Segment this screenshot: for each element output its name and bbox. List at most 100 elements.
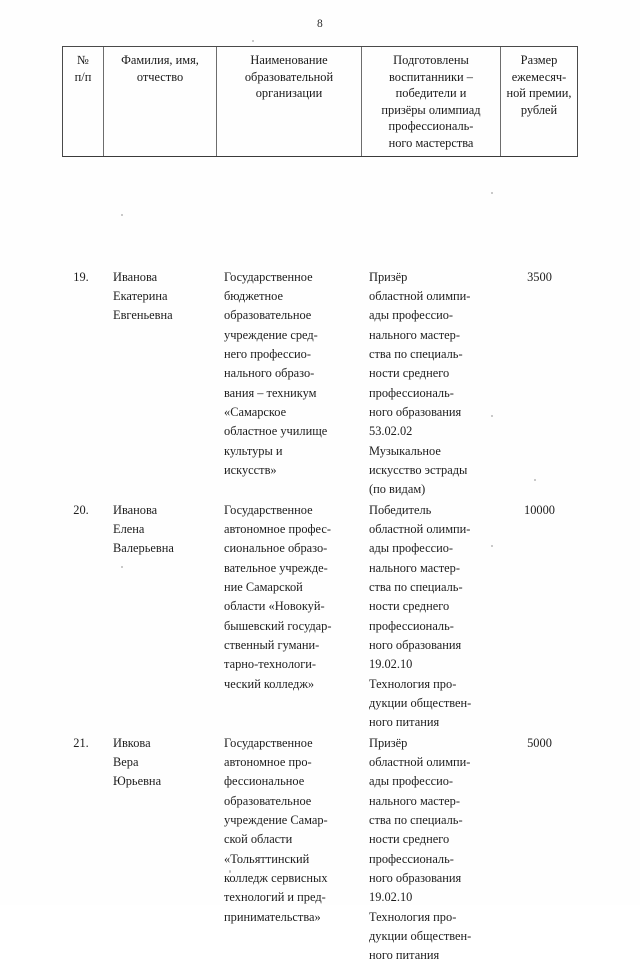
text-line: образовательное (224, 793, 312, 808)
row-person-name: Иванова Елена Валерьевна (103, 501, 216, 733)
page-number: 8 (317, 18, 323, 30)
text-line: нального мастер- (369, 560, 460, 575)
table-header-cell-name: Фамилия, имя, отчество (104, 47, 217, 156)
row-person-name: Иванова Екатерина Евгеньевна (103, 268, 216, 500)
header-line: победители и (395, 86, 467, 101)
text-line: образовательное (224, 308, 312, 323)
text-line: ства по специаль- (369, 579, 463, 594)
row-person-name: Ивкова Вера Юрьевна (103, 734, 216, 966)
text-line: ской области (224, 832, 293, 847)
header-line: № (77, 53, 89, 67)
text-line: (по видам) (369, 482, 426, 497)
header-line: организации (255, 86, 323, 101)
text-line: учреждение Самар- (224, 812, 328, 827)
row-number: 20. (73, 502, 89, 517)
text-line: Евгеньевна (113, 308, 173, 323)
text-line: Иванова (113, 502, 158, 517)
text-line: профессиональ- (369, 618, 454, 633)
text-line: Технология про- (369, 676, 457, 691)
header-line: образовательной (244, 69, 334, 84)
row-achievement: Призёр областной олимпи- ады профессио- … (361, 268, 500, 500)
row-amount: 3500 (527, 269, 552, 284)
text-line: принимательства» (224, 909, 321, 924)
header-line: рублей (520, 102, 558, 117)
header-line: ежемесяч- (511, 69, 567, 84)
text-line: Победитель (369, 502, 432, 517)
text-line: ственный гумани- (224, 637, 320, 652)
text-line: областное училище (224, 424, 328, 439)
text-line: ности среднего (369, 599, 450, 614)
text-line: ства по специаль- (369, 346, 463, 361)
text-line: бюджетное (224, 288, 284, 303)
awards-table: № п/п Фамилия, имя, отчество Наименовани… (62, 46, 578, 962)
scan-artifact (229, 870, 231, 873)
text-line: областной олимпи- (369, 754, 471, 769)
text-line: дукции обществен- (369, 929, 472, 943)
text-line: тарно-технологи- (224, 657, 317, 672)
scan-artifact (491, 415, 493, 417)
text-line: областной олимпи- (369, 521, 471, 536)
text-line: сиональное образо- (224, 541, 328, 556)
scan-artifact (534, 479, 536, 481)
table-header-cell-num: № п/п (63, 47, 104, 156)
text-line: Екатерина (113, 288, 168, 303)
text-line: ады профессио- (369, 774, 454, 789)
text-line: ады профессио- (369, 541, 454, 556)
header-line: ного мастерства (388, 135, 474, 150)
text-line: ности среднего (369, 832, 450, 847)
text-line: бышевский государ- (224, 618, 332, 633)
header-line: ной премии, (506, 86, 572, 101)
text-line: Технология про- (369, 909, 457, 924)
text-line: него профессио- (224, 346, 312, 361)
table-row: 20. Иванова Елена Валерьевна Государстве… (62, 501, 578, 733)
text-line: культуры и (224, 443, 283, 458)
header-line: Размер (520, 53, 558, 67)
text-line: ческий колледж» (224, 676, 315, 691)
text-line: дукции обществен- (369, 696, 472, 710)
text-line: Юрьевна (113, 774, 162, 789)
scan-artifact (491, 545, 493, 547)
text-line: Государственное (224, 502, 313, 517)
scan-artifact (121, 566, 123, 568)
text-line: нального мастер- (369, 793, 460, 808)
row-number: 19. (73, 269, 89, 284)
text-line: Иванова (113, 269, 158, 284)
header-line: п/п (74, 69, 92, 84)
text-line: области «Новокуй- (224, 599, 325, 614)
scan-artifact (252, 40, 254, 42)
text-line: нального мастер- (369, 327, 460, 342)
text-line: колледж сервисных (224, 870, 328, 885)
text-line: Государственное (224, 735, 313, 750)
header-line: Наименование (250, 53, 328, 67)
table-header-row: № п/п Фамилия, имя, отчество Наименовани… (62, 46, 578, 157)
row-amount: 10000 (524, 502, 555, 517)
text-line: Призёр (369, 269, 408, 284)
header-line: Подготовлены (393, 53, 469, 67)
text-line: Государственное (224, 269, 313, 284)
text-line: 19.02.10 (369, 657, 413, 672)
header-line: воспитанники – (389, 69, 473, 84)
text-line: Музыкальное (369, 443, 441, 458)
header-line: призёры олимпиад (381, 102, 481, 117)
row-number: 21. (73, 735, 89, 750)
text-line: технологий и пред- (224, 890, 326, 905)
row-organization: Государственное автономное про- фессиона… (216, 734, 361, 966)
text-line: искусств» (224, 463, 277, 477)
row-amount: 5000 (527, 735, 552, 750)
text-line: 19.02.10 (369, 890, 413, 905)
text-line: 53.02.02 (369, 424, 413, 439)
table-row: 21. Ивкова Вера Юрьевна Государственное … (62, 734, 578, 966)
text-line: профессиональ- (369, 385, 454, 400)
text-line: фессиональное (224, 774, 305, 789)
table-header-cell-amount: Размер ежемесяч- ной премии, рублей (501, 47, 577, 156)
text-line: Призёр (369, 735, 408, 750)
text-line: ного питания (369, 715, 440, 730)
text-line: «Тольяттинский (224, 851, 310, 866)
text-line: ности среднего (369, 366, 450, 381)
scan-artifact (121, 214, 123, 216)
text-line: ного образования (369, 870, 462, 885)
text-line: профессиональ- (369, 851, 454, 866)
document-page: 8 № п/п Фамилия, имя, отчество Наименова… (62, 18, 578, 963)
header-line: Фамилия, имя, (121, 53, 199, 67)
text-line: Вера (113, 754, 139, 769)
